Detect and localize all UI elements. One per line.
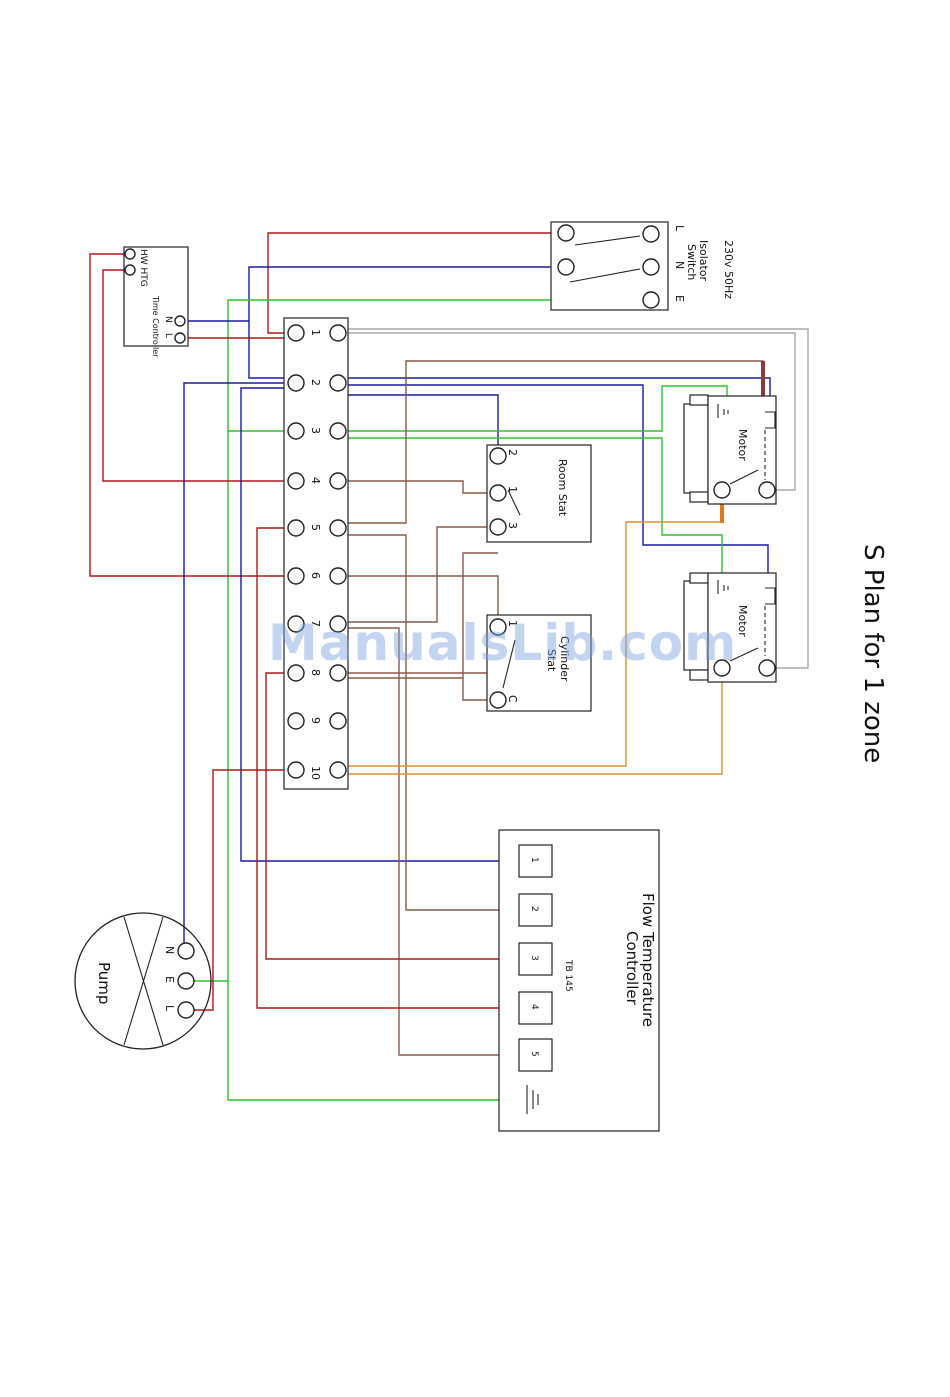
pump-l: L (163, 1005, 176, 1012)
flow-model: TB 145 (563, 959, 573, 992)
room-stat-title: Room Stat (556, 459, 569, 517)
junction-terminal-right (330, 325, 346, 341)
motor-valve-1: Motor (684, 395, 776, 504)
room-stat-t1: 1 (506, 486, 519, 493)
wire-j5-flow (338, 535, 519, 910)
flow-terminal-label: 3 (529, 955, 539, 961)
pump: N E L Pump (75, 913, 211, 1049)
cyl-stat-title-line1: Cylinder (558, 636, 571, 682)
cyl-stat-t1: 1 (506, 620, 519, 627)
isolator-e: E (673, 295, 686, 302)
wire-j4-roomstat (338, 481, 498, 493)
isolator-switch: L N E Isolator Switch 230v 50Hz (551, 222, 735, 310)
wire-cyl-c (338, 678, 498, 700)
junction-terminal-label: 5 (309, 524, 322, 531)
junction-terminal-left (288, 616, 304, 632)
wire-neutral-roomstat (338, 395, 498, 456)
pump-e: E (163, 976, 176, 983)
isolator-l: L (673, 225, 686, 232)
junction-box: 1 2 3 4 5 6 7 8 9 10 (284, 318, 348, 789)
wire-earth-motor1 (338, 386, 727, 431)
cyl-stat-tc: C (506, 695, 519, 703)
junction-terminal-label: 3 (309, 427, 322, 434)
junction-terminal-right (330, 473, 346, 489)
junction-terminal-left (288, 665, 304, 681)
junction-terminal-right (330, 423, 346, 439)
junction-terminal-right (330, 762, 346, 778)
pump-n: N (163, 946, 176, 954)
junction-terminal-right (330, 520, 346, 536)
junction-terminal-left (288, 423, 304, 439)
flow-title-line2: Controller (623, 931, 641, 1006)
flow-terminal-label: 2 (529, 906, 539, 912)
junction-terminal-right (330, 568, 346, 584)
junction-terminal-right (330, 616, 346, 632)
time-controller-title: Time Controller (151, 295, 160, 358)
flow-terminal-label: 4 (529, 1004, 539, 1010)
junction-terminal-left (288, 325, 304, 341)
wire-neutral-flow (241, 388, 519, 861)
tc-terminal-l: L (163, 333, 173, 338)
room-stat-t2: 2 (506, 449, 519, 456)
flow-terminal-label: 5 (529, 1051, 539, 1057)
time-controller: HW HTG Time Controller N L (124, 247, 188, 358)
room-stat-t3: 3 (506, 522, 519, 529)
isolator-n: N (673, 261, 686, 269)
pump-title: Pump (95, 962, 113, 1004)
junction-terminal-label: 2 (309, 379, 322, 386)
flow-terminal-label: 1 (529, 857, 539, 863)
junction-terminal-left (288, 713, 304, 729)
junction-terminal-label: 8 (309, 669, 322, 676)
cylinder-stat: 1 C Cylinder Stat (487, 615, 591, 711)
motor-valve-2: Motor (684, 573, 776, 682)
junction-terminal-right (330, 375, 346, 391)
junction-terminal-label: 10 (309, 766, 322, 780)
junction-terminal-label: 7 (309, 620, 322, 627)
motor1-label: Motor (736, 429, 749, 461)
motor2-label: Motor (736, 605, 749, 637)
room-stat: 2 1 3 Room Stat (487, 445, 591, 542)
junction-terminal-label: 1 (309, 329, 322, 336)
junction-terminal-label: 4 (309, 477, 322, 484)
junction-terminal-left (288, 473, 304, 489)
tc-terminal-n: N (163, 316, 173, 323)
wire-neutral-pump (184, 383, 296, 951)
junction-terminal-left (288, 762, 304, 778)
cyl-stat-title-line2: Stat (545, 649, 558, 672)
diagram-title: S Plan for 1 zone (858, 544, 888, 763)
junction-terminal-label: 6 (309, 572, 322, 579)
junction-terminal-left (288, 520, 304, 536)
wire-j6-cyl (338, 576, 498, 622)
time-controller-outputs: HW HTG (138, 249, 148, 287)
junction-terminal-right (330, 713, 346, 729)
isolator-supply: 230v 50Hz (722, 240, 735, 299)
junction-terminal-right (330, 665, 346, 681)
isolator-title-line2: Switch (685, 244, 698, 280)
junction-terminal-left (288, 568, 304, 584)
wire-roomstat-3 (338, 527, 498, 622)
junction-terminal-left (288, 375, 304, 391)
junction-terminal-label: 9 (309, 717, 322, 724)
